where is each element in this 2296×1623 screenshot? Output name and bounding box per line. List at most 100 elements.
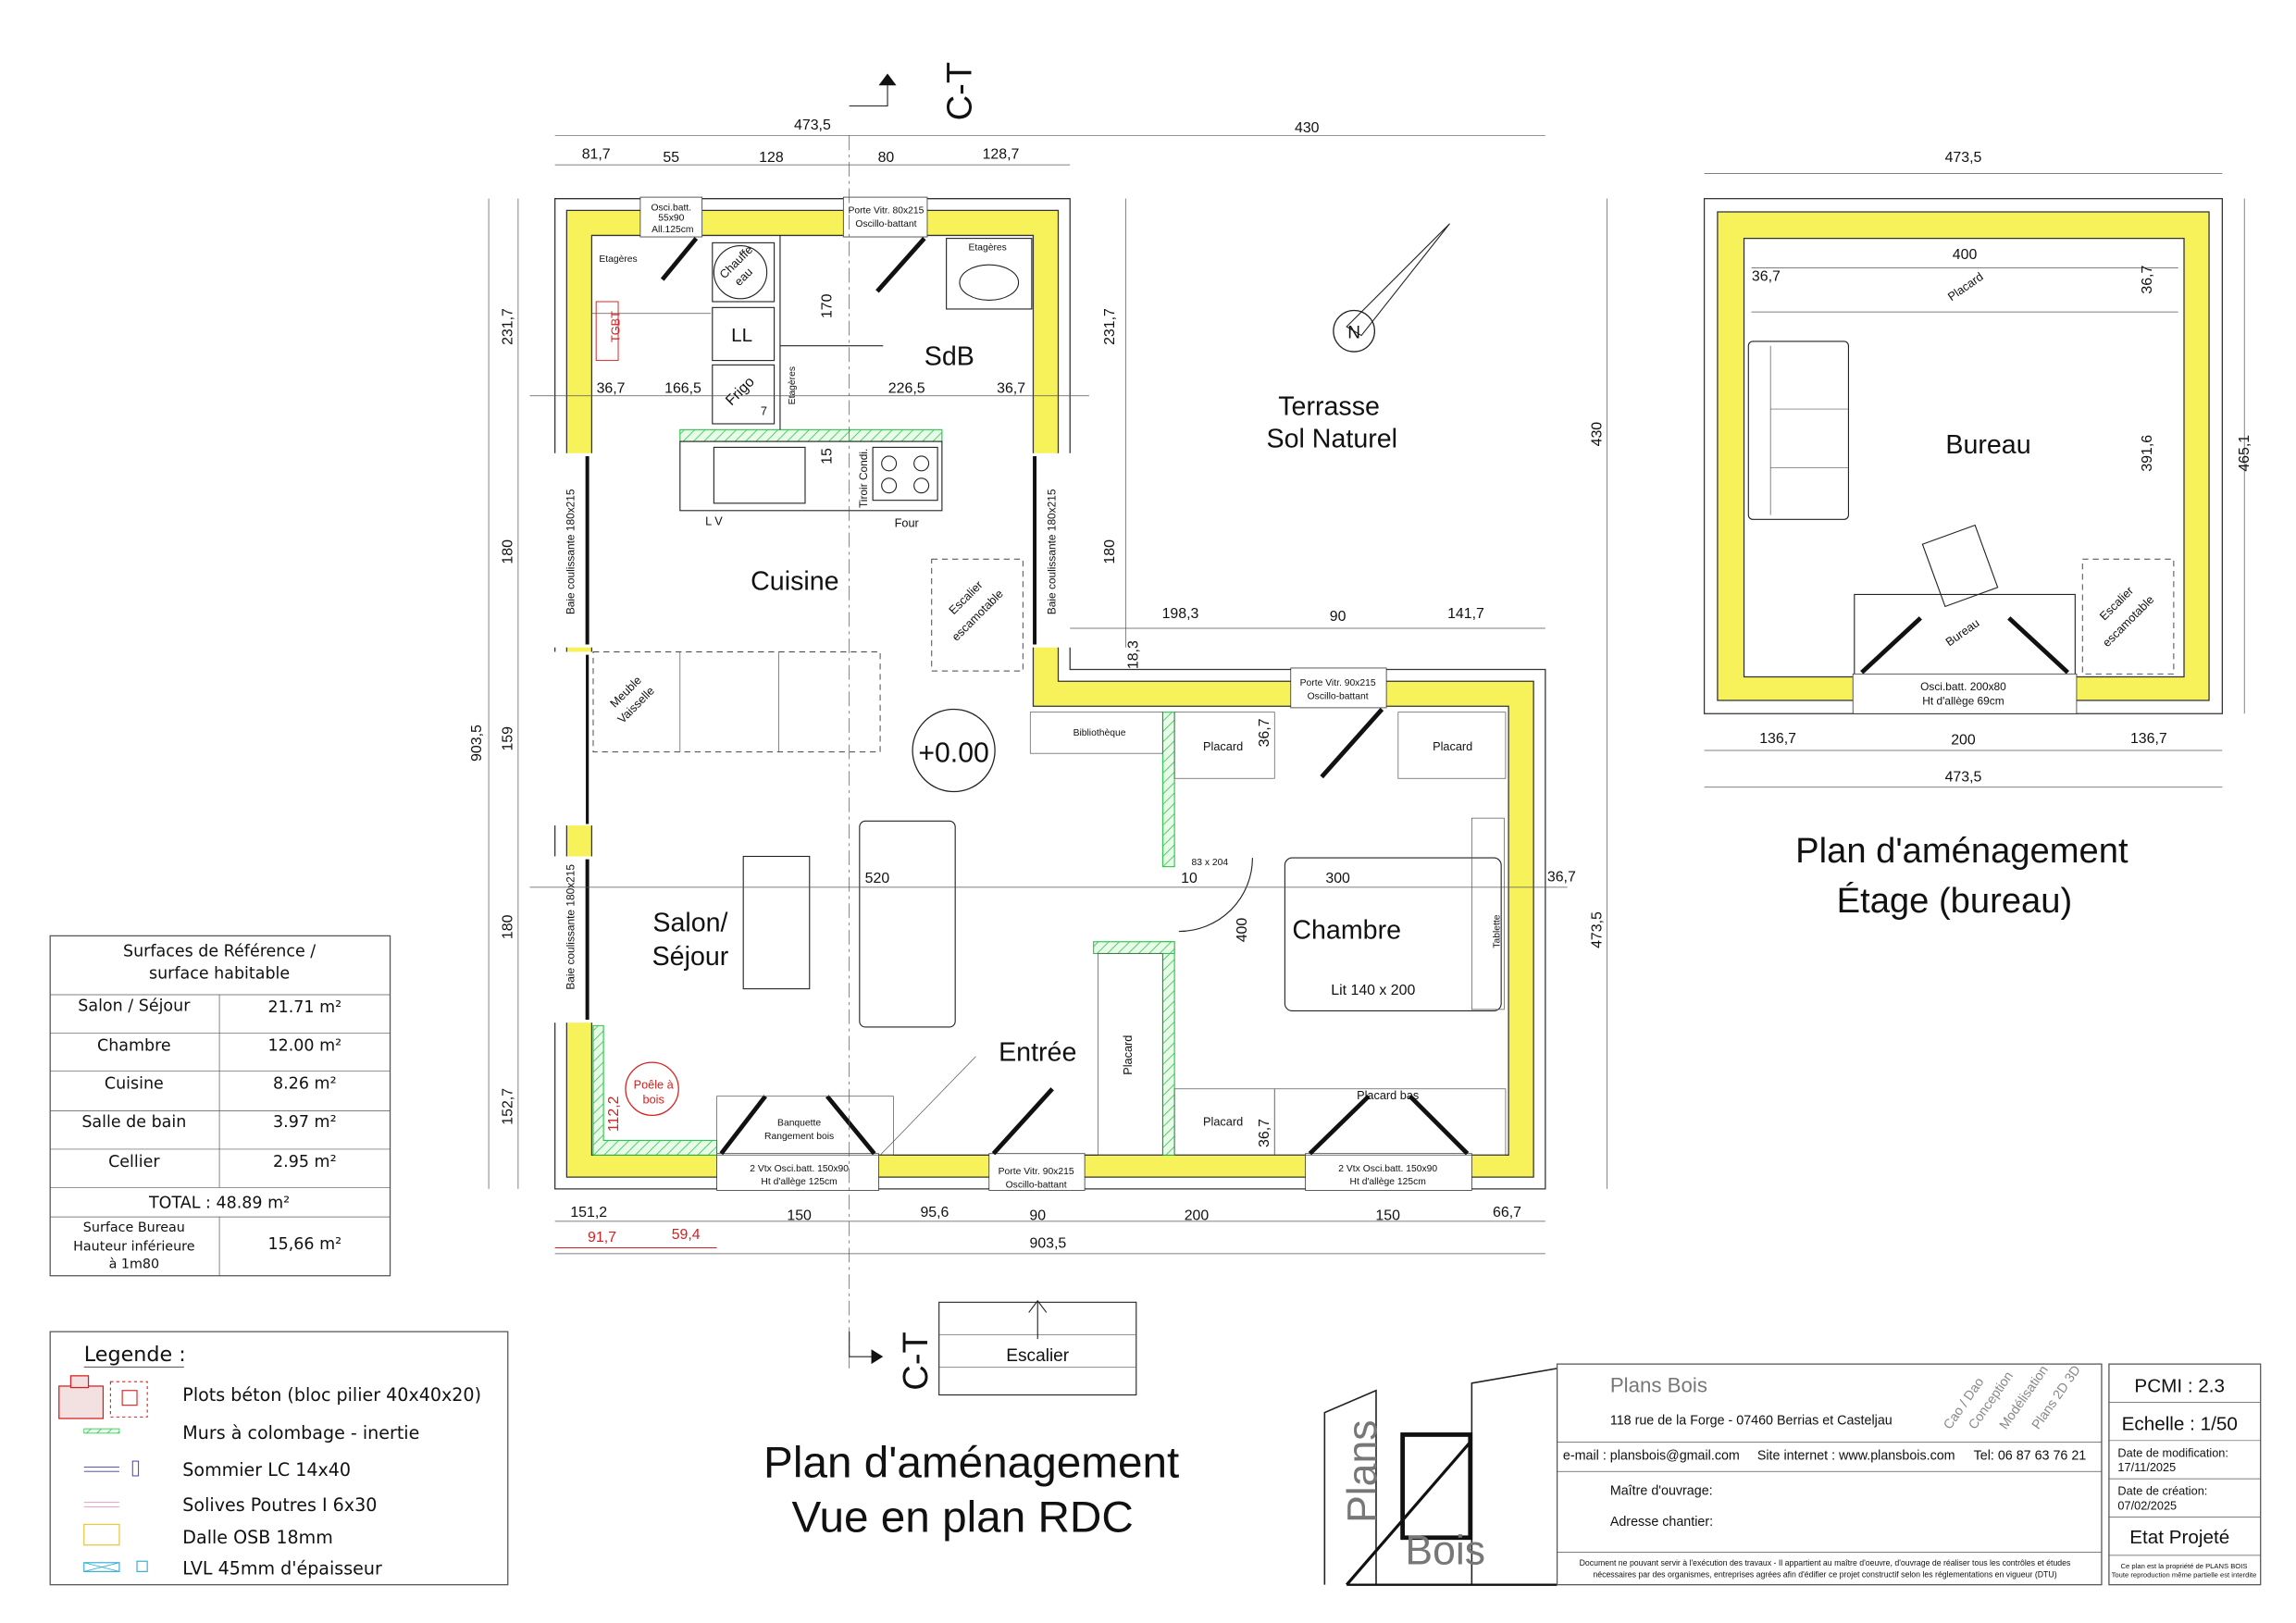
colombage-icon bbox=[83, 1428, 120, 1434]
drawing-label: Porte Vitr. 90x215 bbox=[999, 1167, 1074, 1177]
pcmi: PCMI : 2.3 bbox=[2134, 1375, 2225, 1396]
drawing-label: 200 bbox=[1185, 1208, 1210, 1223]
drawing-label: 903,5 bbox=[1029, 1235, 1066, 1251]
sommier-icon bbox=[83, 1460, 140, 1477]
drawing-label: 91,7 bbox=[588, 1230, 616, 1245]
drawing-label: Legende : bbox=[84, 1343, 186, 1367]
drawing-label: Oscillo-battant bbox=[1006, 1180, 1067, 1190]
date-creation: 07/02/2025 bbox=[2117, 1499, 2177, 1513]
drawing-label: 36,7 bbox=[1257, 718, 1272, 747]
drawing-label: L V bbox=[705, 514, 723, 528]
drawing-label: 180 bbox=[1102, 539, 1118, 564]
drawing-label: Oscillo-battant bbox=[855, 219, 916, 229]
drawing-label: 170 bbox=[820, 293, 836, 318]
drawing-label: Placard bas bbox=[1357, 1088, 1419, 1102]
drawing-label: 180 bbox=[501, 914, 516, 939]
drawing-label: surface habitable bbox=[149, 964, 290, 983]
drawing-label: 473,5 bbox=[1945, 769, 1982, 785]
drawing-label: 151,2 bbox=[570, 1205, 607, 1220]
terrasse-label: Terrasse bbox=[1278, 391, 1380, 421]
drawing-label: 81,7 bbox=[582, 147, 611, 163]
drawing-label: 55 bbox=[663, 150, 679, 166]
inner-wall bbox=[590, 234, 1509, 1156]
room-sdb: SdB bbox=[925, 341, 974, 371]
drawing-label: 136,7 bbox=[2130, 731, 2167, 747]
dimension-lines bbox=[488, 134, 1608, 1255]
drawing-label: Date de création: bbox=[2117, 1484, 2207, 1498]
terrasse-label-2: Sol Naturel bbox=[1267, 424, 1398, 453]
drawing-label: Cuisine bbox=[105, 1075, 164, 1094]
plans-bois-logo: Plans Bois bbox=[1323, 1368, 1558, 1586]
drawing-label: 36,7 bbox=[597, 381, 626, 397]
room-entree: Entrée bbox=[999, 1038, 1076, 1068]
room-salon: Salon/ bbox=[652, 909, 727, 938]
drawing-label: 18,3 bbox=[1125, 640, 1141, 669]
drawing-label: Lit 140 x 200 bbox=[1331, 983, 1415, 998]
drawing-label: 465,1 bbox=[2237, 435, 2253, 472]
drawing-label: Ht d'allège 125cm bbox=[761, 1177, 837, 1187]
drawing-label: 391,6 bbox=[2140, 435, 2155, 472]
drawing-label: Maître d'ouvrage: bbox=[1610, 1484, 1713, 1499]
drawing-label: Porte Vitr. 80x215 bbox=[848, 206, 924, 217]
drawing-label: 2.95 m² bbox=[273, 1153, 337, 1171]
drawing-label: 198,3 bbox=[1162, 606, 1199, 622]
drawing-label: Poêle à bbox=[634, 1078, 675, 1092]
drawing-label: 520 bbox=[865, 871, 890, 886]
drawing-label: Toute reproduction même partielle est in… bbox=[2112, 1571, 2257, 1580]
drawing-label: 36,7 bbox=[1752, 269, 1781, 285]
drawing-label: 128,7 bbox=[983, 147, 1020, 163]
drawing-label: 473,5 bbox=[794, 118, 831, 133]
drawing-label: 36,7 bbox=[1257, 1119, 1272, 1147]
drawing-label: Four bbox=[895, 515, 920, 529]
drawing-label: All.125cm bbox=[652, 225, 693, 235]
drawing-label: Etagères bbox=[968, 242, 1006, 253]
drawing-label: Osci.batt. bbox=[651, 203, 691, 213]
drawing-label: Placard bbox=[1433, 739, 1472, 753]
room-bureau: Bureau bbox=[1945, 430, 2030, 460]
drawing-label: 903,5 bbox=[469, 725, 485, 762]
drawing-label: 15 bbox=[820, 448, 836, 465]
drawing-label: Osci.batt. 200x80 bbox=[1920, 680, 2006, 693]
drawing-label: 66,7 bbox=[1493, 1205, 1521, 1220]
drawing-label: Placard bbox=[1203, 1115, 1243, 1129]
drawing-label: 150 bbox=[787, 1208, 812, 1223]
drawing-label: 36,7 bbox=[2140, 266, 2155, 294]
drawing-label: 136,7 bbox=[1759, 731, 1796, 747]
drawing-label: 112,2 bbox=[606, 1096, 622, 1132]
drawing-label: 10 bbox=[1181, 871, 1198, 886]
drawing-label: 152,7 bbox=[501, 1088, 516, 1125]
drawing-label: 226,5 bbox=[888, 381, 925, 397]
drawing-label: 166,5 bbox=[664, 381, 701, 397]
plots-beton-icon bbox=[58, 1375, 148, 1419]
drawing-label: Cellier bbox=[108, 1153, 160, 1171]
legend-item: Solives Poutres I 6x30 bbox=[182, 1495, 377, 1516]
drawing-label: 150 bbox=[1375, 1208, 1400, 1223]
surfaces-table: Surfaces de Référence / surface habitabl… bbox=[49, 935, 391, 1277]
surface-total: TOTAL : 48.89 m² bbox=[148, 1195, 290, 1213]
drawing-label: Placard bbox=[1203, 739, 1243, 753]
drawing-label: 430 bbox=[1295, 120, 1320, 136]
plan-rdc-title: Plan d'aménagement bbox=[763, 1439, 1179, 1488]
drawing-label: Baie coulissante 180x215 bbox=[564, 489, 577, 614]
drawing-label: 15,66 m² bbox=[267, 1235, 341, 1254]
drawing-label: Bibliothèque bbox=[1074, 728, 1126, 738]
drawing-label: 90 bbox=[1330, 609, 1347, 625]
drawing-label: 2 Vtx Osci.batt. 150x90 bbox=[750, 1164, 849, 1174]
drawing-label: 59,4 bbox=[672, 1227, 701, 1243]
drawing-label: Rangement bois bbox=[764, 1132, 834, 1142]
drawing-label: 300 bbox=[1325, 871, 1350, 886]
drawing-label: Placard bbox=[1121, 1035, 1135, 1075]
drawing-label: 400 bbox=[1953, 247, 1978, 263]
website: Site internet : www.plansbois.com bbox=[1757, 1448, 1955, 1463]
section-marker-bottom: C-T bbox=[849, 1332, 936, 1391]
drawing-label: 118 rue de la Forge - 07460 Berrias et C… bbox=[1610, 1413, 1893, 1428]
legend-item: LVL 45mm d'épaisseur bbox=[182, 1559, 382, 1580]
section-marker-top: C-T bbox=[849, 62, 980, 120]
drawing-label: Porte Vitr. 90x215 bbox=[1300, 678, 1376, 688]
plan-rdc: +0.00 N C-T C-T Escalier Poêle à bois Cu… bbox=[469, 62, 1608, 1542]
drawing-label: 3.97 m² bbox=[273, 1113, 337, 1132]
drawing-label: Document ne pouvant servir à l'exécution… bbox=[1580, 1558, 2071, 1567]
drawing-label: 231,7 bbox=[501, 308, 516, 345]
company-name: Plans Bois bbox=[1610, 1373, 1707, 1396]
